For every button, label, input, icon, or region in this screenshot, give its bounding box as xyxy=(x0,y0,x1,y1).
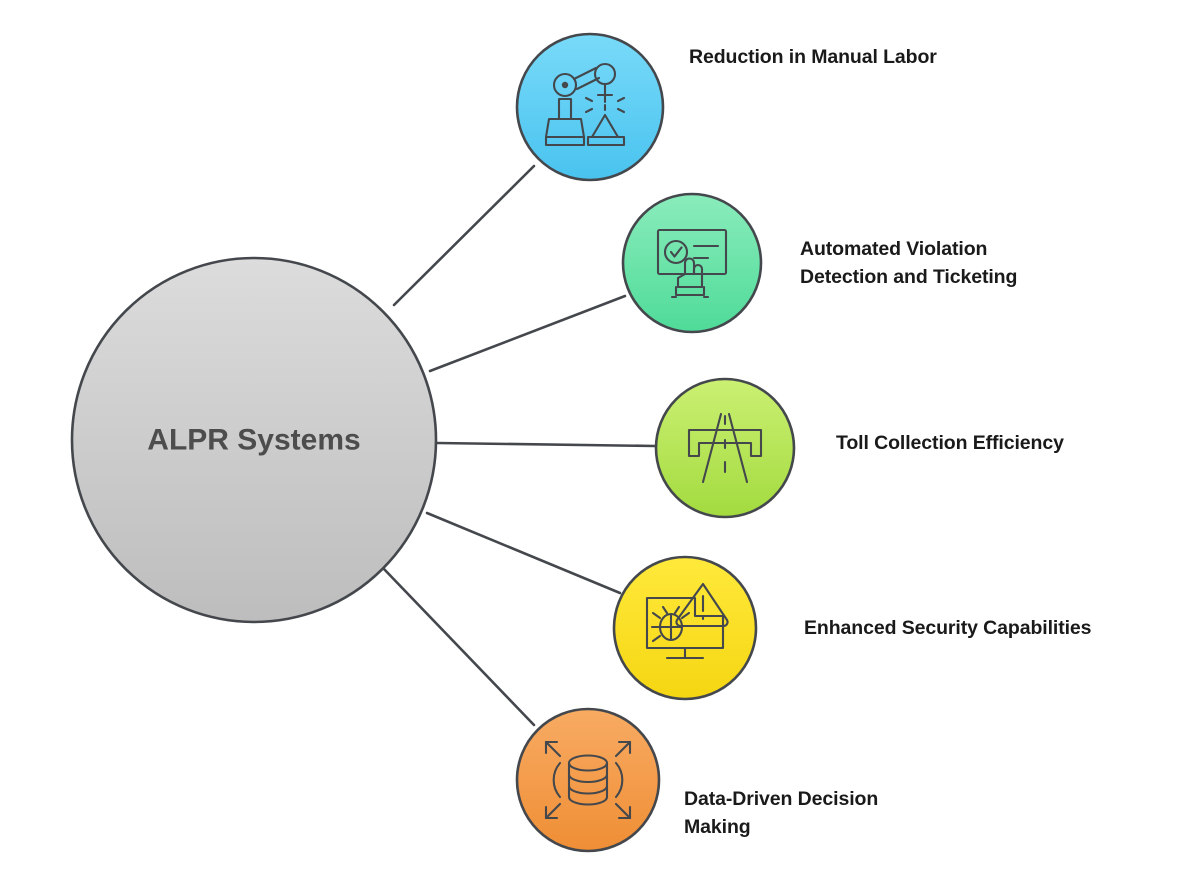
branch-circle-data-driven-decision-making[interactable] xyxy=(515,707,661,853)
center-node-label: ALPR Systems xyxy=(147,424,360,457)
connector-line-automated-violation-detection xyxy=(428,294,627,373)
branch-node-automated-violation-detection[interactable] xyxy=(621,192,763,334)
connector-line-enhanced-security-capabilities xyxy=(425,511,622,595)
branch-label-toll-collection-efficiency: Toll Collection Efficiency xyxy=(836,432,1064,454)
branch-node-data-driven-decision-making[interactable] xyxy=(515,707,661,853)
center-node-circle[interactable] xyxy=(70,256,438,624)
branch-node-enhanced-security-capabilities[interactable] xyxy=(612,555,758,701)
connector-line-reduction-manual-labor xyxy=(392,164,536,307)
monitor-bug-warning-icon xyxy=(645,582,729,660)
branch-node-reduction-manual-labor[interactable] xyxy=(515,32,665,182)
robot-arm-icon xyxy=(544,62,626,147)
branch-circle-automated-violation-detection[interactable] xyxy=(621,192,763,334)
branch-label-data-driven-decision-making: Data-Driven Decision Making xyxy=(684,788,879,838)
connector-lines xyxy=(381,164,657,727)
branch-circle-reduction-manual-labor[interactable] xyxy=(515,32,665,182)
database-expand-icon xyxy=(544,740,632,820)
connector-line-data-driven-decision-making xyxy=(381,566,536,727)
branch-label-automated-violation-detection: Automated Violation Detection and Ticket… xyxy=(800,238,1018,288)
connector-line-toll-collection-efficiency xyxy=(435,441,657,448)
branch-label-reduction-manual-labor: Reduction in Manual Labor xyxy=(689,46,937,68)
highway-gantry-icon xyxy=(687,412,763,484)
certificate-check-hand-icon xyxy=(656,228,728,299)
branch-circle-enhanced-security-capabilities[interactable] xyxy=(612,555,758,701)
branch-label-enhanced-security-capabilities: Enhanced Security Capabilities xyxy=(804,617,1092,639)
branch-node-toll-collection-efficiency[interactable] xyxy=(654,377,796,519)
center-node[interactable]: ALPR Systems xyxy=(70,256,438,624)
